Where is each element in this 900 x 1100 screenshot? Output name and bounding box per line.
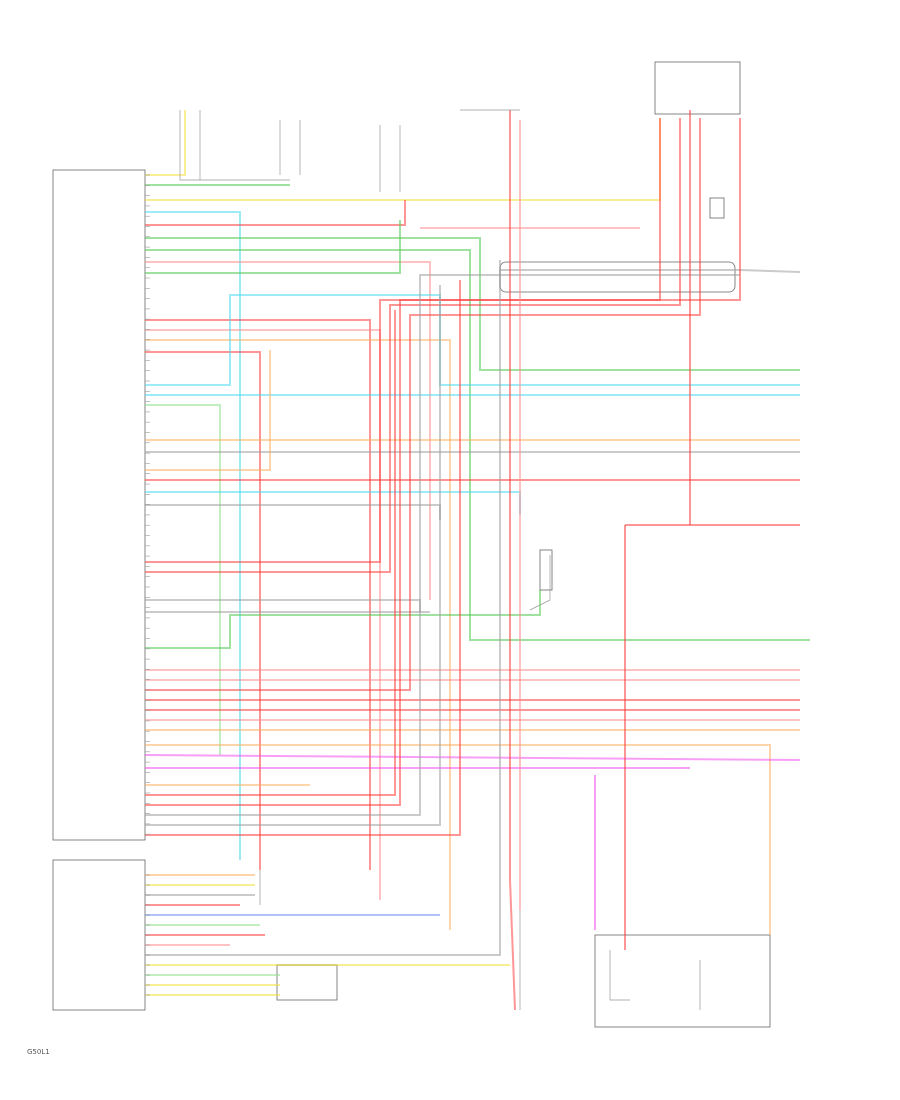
wire-lightgreen <box>145 404 221 755</box>
bottom-center-connector-box <box>276 964 338 1001</box>
wire-yellow <box>145 118 661 201</box>
bottom-right-solenoid-box <box>594 934 771 1028</box>
wire-red <box>145 118 661 563</box>
wire-red <box>145 319 371 870</box>
wire-red <box>145 118 701 691</box>
wire-red <box>509 110 516 1011</box>
wire-orange <box>145 350 271 471</box>
wire-red <box>145 280 461 836</box>
wire-cyan <box>145 491 521 515</box>
wire-red <box>145 118 741 806</box>
wire-red <box>145 200 406 226</box>
wire-layer <box>144 110 810 1011</box>
wire-orange <box>145 339 451 930</box>
wire-red <box>145 118 681 573</box>
wire-magenta <box>144 754 801 761</box>
transmission-control-module-box <box>52 859 146 1011</box>
wire-green <box>145 249 810 641</box>
wire-orange <box>145 744 771 935</box>
wire-green <box>145 220 401 274</box>
top-right-switch-box <box>654 61 741 115</box>
wire-gray <box>145 274 740 816</box>
wire-cyan <box>145 211 241 860</box>
wire-green <box>145 590 541 649</box>
wire-pink <box>145 261 431 600</box>
wire-red <box>145 351 261 870</box>
wire-gray <box>145 599 421 612</box>
mid-right-sensor-box <box>539 549 553 591</box>
main-control-module-box <box>52 169 146 841</box>
pin-ticks <box>145 174 150 996</box>
wire-red <box>145 310 396 796</box>
wire-gray <box>145 285 441 826</box>
figure-id: G50L1 <box>27 1048 50 1056</box>
wire-yellow <box>145 110 186 176</box>
wire-gray <box>145 260 501 956</box>
thin-traces <box>179 109 701 1010</box>
components <box>52 61 771 1028</box>
wire-gray <box>500 269 801 273</box>
top-right-relay-box <box>709 197 725 219</box>
